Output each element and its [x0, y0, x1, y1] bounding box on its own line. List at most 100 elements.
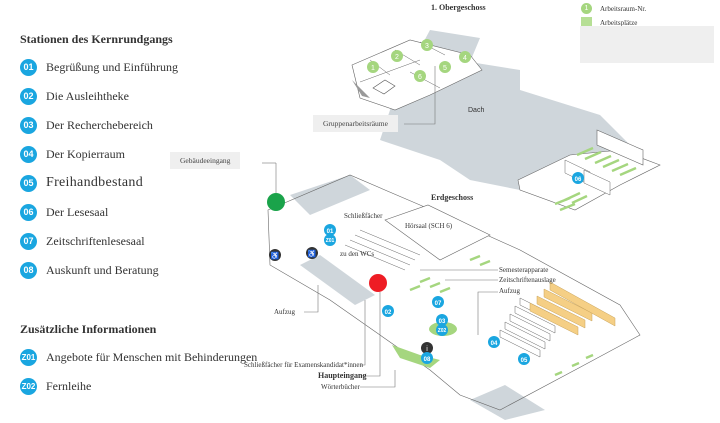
extra-z02[interactable]: Z02 Fernleihe [20, 376, 91, 396]
station-08[interactable]: 08 Auskunft und Beratung [20, 260, 159, 280]
stair-shadow [352, 80, 370, 98]
ground-floor-title: Erdgeschoss [431, 193, 474, 202]
elevator-right-label: Aufzug [499, 287, 520, 295]
station-01[interactable]: 01 Begrüßung und Einführung [20, 57, 178, 77]
room-6[interactable]: 6 [414, 70, 426, 82]
station-label: Der Kopierraum [46, 146, 125, 161]
svg-text:Z02: Z02 [438, 328, 447, 334]
semester-label: Semesterapparate [499, 266, 549, 274]
room-2[interactable]: 2 [391, 50, 403, 62]
station-07[interactable]: 07 Zeitschriftenlesesaal [20, 231, 145, 251]
legend-workspace-label: Arbeitsplätze [600, 18, 638, 27]
gray-zone-bottom [470, 385, 545, 420]
station-z01-marker[interactable]: Z01 [324, 234, 336, 246]
station-08-marker[interactable]: 08 [421, 352, 433, 364]
svg-text:01: 01 [327, 229, 334, 235]
dictionaries-label: Wörterbücher [321, 383, 360, 391]
elevator-left-label: Aufzug [274, 308, 295, 316]
station-badge: 02 [20, 87, 37, 105]
info-icon: i [421, 342, 433, 354]
workspace-swatch-icon [581, 17, 592, 28]
group-rooms-leader [404, 66, 436, 125]
room-3[interactable]: 3 [421, 39, 433, 51]
workspace-stripes-ground [409, 196, 576, 294]
wheelchair-icon: ♿ [306, 247, 318, 259]
exam-lockers-label: Schließfächer für Examenskandidat*innen [244, 361, 363, 369]
station-badge: 01 [20, 58, 37, 76]
group-rooms-callout: Gruppenarbeitsräume [313, 115, 398, 132]
legend-info-panel [580, 26, 714, 63]
toilets-label: zu den WCs [340, 250, 375, 258]
station-label: Zeitschriftenlesesaal [46, 233, 145, 248]
station-badge: 03 [20, 116, 37, 134]
journals-label: Zeitschriftenauslage [499, 276, 556, 284]
station-label: Der Lesesaal [46, 204, 109, 219]
svg-text:i: i [426, 346, 428, 353]
room-4[interactable]: 4 [459, 51, 471, 63]
station-03[interactable]: 03 Der Recherchebereich [20, 115, 153, 135]
station-02[interactable]: 02 Die Ausleihtheke [20, 86, 129, 106]
svg-text:5: 5 [443, 65, 447, 72]
station-04-marker[interactable]: 04 [488, 336, 500, 348]
station-07-marker[interactable]: 07 [432, 296, 444, 308]
svg-text:6: 6 [418, 74, 422, 81]
roof-label: Dach [468, 107, 484, 114]
station-label: Die Ausleihtheke [46, 88, 129, 103]
gray-zone-top [290, 175, 370, 215]
station-badge: 08 [20, 261, 37, 279]
lecture-hall [384, 204, 491, 261]
svg-text:2: 2 [395, 54, 399, 61]
station-label: Begrüßung und Einführung [46, 59, 178, 74]
svg-text:♿: ♿ [308, 249, 317, 258]
station-label: Auskunft und Beratung [46, 262, 159, 277]
svg-text:03: 03 [439, 319, 446, 325]
stations-heading: Stationen des Kernrundgangs [20, 32, 173, 46]
workspace-stripes-upper [564, 146, 637, 205]
svg-text:06: 06 [575, 177, 582, 183]
station-05[interactable]: 05 Freihandbestand [20, 173, 143, 193]
svg-text:05: 05 [521, 358, 528, 364]
svg-text:♿: ♿ [271, 251, 280, 260]
svg-text:4: 4 [463, 55, 467, 62]
svg-text:Z01: Z01 [326, 238, 335, 244]
svg-text:02: 02 [385, 310, 392, 316]
svg-text:04: 04 [491, 341, 498, 347]
stairs-upper [372, 79, 396, 95]
station-badge: 04 [20, 145, 37, 163]
extra-info-heading: Zusätzliche Informationen [20, 322, 157, 336]
svg-text:3: 3 [425, 43, 429, 50]
leader-lines [304, 269, 498, 388]
station-06-marker[interactable]: 06 [572, 172, 584, 184]
station-label: Freihandbestand [46, 175, 144, 190]
station-badge: 06 [20, 203, 37, 221]
svg-text:07: 07 [435, 301, 442, 307]
legend-room-number-label: Arbeitsraum-Nr. [600, 4, 647, 13]
station-z02-marker[interactable]: Z02 [436, 324, 448, 336]
svg-text:1: 1 [371, 65, 375, 72]
gray-zone-entrance [300, 255, 375, 305]
main-entrance-marker[interactable] [369, 274, 387, 292]
station-badge: 07 [20, 232, 37, 250]
reading-hall-wall [596, 129, 644, 166]
station-label: Der Recherchebereich [46, 117, 153, 132]
upper-floor-title: 1. Obergeschoss [431, 3, 486, 12]
svg-text:08: 08 [424, 357, 431, 363]
station-badge: Z02 [20, 377, 37, 395]
room-5[interactable]: 5 [439, 61, 451, 73]
station-06[interactable]: 06 Der Lesesaal [20, 202, 108, 222]
room-1[interactable]: 1 [367, 61, 379, 73]
station-label: Angebote für Menschen mit Behinderungen [46, 349, 258, 364]
wheelchair-icon: ♿ [269, 249, 281, 261]
station-02-marker[interactable]: 02 [382, 305, 394, 317]
lockers-label: Schließfächer [344, 212, 383, 220]
station-04[interactable]: 04 Der Kopierraum [20, 144, 125, 164]
station-05-marker[interactable]: 05 [518, 353, 530, 365]
station-badge: Z01 [20, 348, 37, 366]
station-label: Fernleihe [46, 378, 92, 393]
lecture-hall-label: Hörsaal (SCH 6) [405, 222, 453, 230]
station-03-marker[interactable]: 03 [436, 314, 448, 326]
building-entrance-marker[interactable] [267, 193, 285, 211]
station-01-marker[interactable]: 01 [324, 224, 336, 236]
extra-z01[interactable]: Z01 Angebote für Menschen mit Behinderun… [20, 347, 257, 367]
